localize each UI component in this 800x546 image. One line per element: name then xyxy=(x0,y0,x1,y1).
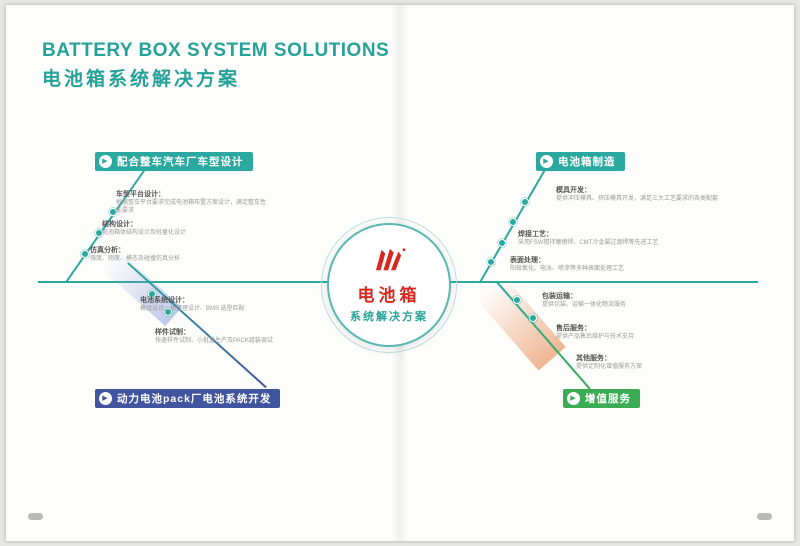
note-item: 仿真分析： 强度、刚度、模态及碰撞仿真分析 xyxy=(90,246,225,263)
branch-label-text: 动力电池pack厂电池系统开发 xyxy=(117,393,272,405)
bone-dot xyxy=(513,296,521,304)
note-item: 包装运输： 提供包装、运输一体化物流服务 xyxy=(542,292,692,309)
bone-dot xyxy=(81,250,89,258)
note-item: 电池系统设计： 模组设计、热管理设计、BMS 选型匹配 xyxy=(140,296,290,313)
note-title: 售后服务： xyxy=(556,325,591,332)
note-item: 模具开发： 提供冲压模具、挤压模具开发，满足三大工艺要求的各类配套 xyxy=(556,186,731,203)
branch-label-top-right: ▶ 电池箱制造 xyxy=(536,152,625,171)
branch-label-bottom-left: ▶ 动力电池pack厂电池系统开发 xyxy=(95,389,281,408)
note-desc: 提供定制化增值服务方案 xyxy=(576,364,643,371)
bone-dot xyxy=(148,290,156,298)
bone-dot xyxy=(95,229,103,237)
note-desc: 模组设计、热管理设计、BMS 选型匹配 xyxy=(140,306,245,313)
branch-label-text: 配合整车汽车厂车型设计 xyxy=(117,156,244,168)
page-title-cn: 电池箱系统解决方案 xyxy=(42,69,241,90)
bone-dot xyxy=(509,218,517,226)
note-item: 焊接工艺： 采用FSW搅拌摩擦焊、CMT冷金属过渡焊等先进工艺 xyxy=(518,230,718,247)
note-title: 模具开发： xyxy=(556,187,591,194)
play-icon: ▶ xyxy=(540,155,553,168)
bone-dot xyxy=(498,239,506,247)
branch-label-bottom-right: ▶ 增值服务 xyxy=(563,389,640,408)
note-title: 样件试制： xyxy=(155,329,190,336)
branch-label-top-left: ▶ 配合整车汽车厂车型设计 xyxy=(95,152,253,171)
note-desc: 阳极氧化、电泳、喷涂等多种表面处理工艺 xyxy=(510,266,625,273)
note-desc: 强度、刚度、模态及碰撞仿真分析 xyxy=(90,256,181,263)
note-title: 仿真分析： xyxy=(90,247,125,254)
note-title: 结构设计： xyxy=(102,221,137,228)
play-icon: ▶ xyxy=(99,392,112,405)
play-icon: ▶ xyxy=(99,155,112,168)
note-desc: 提供包装、运输一体化物流服务 xyxy=(542,302,627,309)
note-item: 样件试制： 快速样件试制、小批量生产及PACK组装调试 xyxy=(155,328,305,345)
note-desc: 提供冲压模具、挤压模具开发，满足三大工艺要求的各类配套 xyxy=(556,196,719,203)
note-desc: 根据整车平台要求完成电池箱布置方案设计，满足整车性能要求 xyxy=(116,200,267,215)
branch-label-text: 增值服务 xyxy=(585,393,631,405)
note-title: 包装运输： xyxy=(542,293,577,300)
note-title: 其他服务： xyxy=(576,355,611,362)
note-desc: 电池箱体结构设计及轻量化设计 xyxy=(102,230,187,237)
bone-dot xyxy=(529,314,537,322)
note-item: 表面处理： 阳极氧化、电泳、喷涂等多种表面处理工艺 xyxy=(510,256,705,273)
note-title: 表面处理： xyxy=(510,257,545,264)
note-item: 车型平台设计： 根据整车平台要求完成电池箱布置方案设计，满足整车性能要求 xyxy=(116,190,266,215)
note-title: 车型平台设计： xyxy=(116,191,165,198)
note-desc: 采用FSW搅拌摩擦焊、CMT冷金属过渡焊等先进工艺 xyxy=(518,240,659,247)
play-icon: ▶ xyxy=(567,392,580,405)
center-circle: 电池箱 系统解决方案 xyxy=(321,217,457,353)
page-marker-left xyxy=(28,513,43,520)
note-title: 焊接工艺： xyxy=(518,231,553,238)
center-subtitle: 系统解决方案 xyxy=(350,311,428,323)
note-desc: 快速样件试制、小批量生产及PACK组装调试 xyxy=(155,338,273,345)
bone-dot xyxy=(109,208,117,216)
page-title-en: BATTERY BOX SYSTEM SOLUTIONS xyxy=(42,40,390,61)
bone-dot xyxy=(164,308,172,316)
page-marker-right xyxy=(757,513,772,520)
logo-icon xyxy=(370,246,408,279)
note-title: 电池系统设计： xyxy=(140,297,189,304)
center-circle-inner: 电池箱 系统解决方案 xyxy=(327,223,451,347)
note-item: 售后服务： 提供产品售后维护与技术支持 xyxy=(556,324,706,341)
bone-dot xyxy=(487,258,495,266)
note-item: 其他服务： 提供定制化增值服务方案 xyxy=(576,354,716,371)
note-item: 结构设计： 电池箱体结构设计及轻量化设计 xyxy=(102,220,242,237)
note-desc: 提供产品售后维护与技术支持 xyxy=(556,334,635,341)
branch-label-text: 电池箱制造 xyxy=(558,156,616,168)
center-title: 电池箱 xyxy=(357,286,421,305)
bone-dot xyxy=(521,198,529,206)
